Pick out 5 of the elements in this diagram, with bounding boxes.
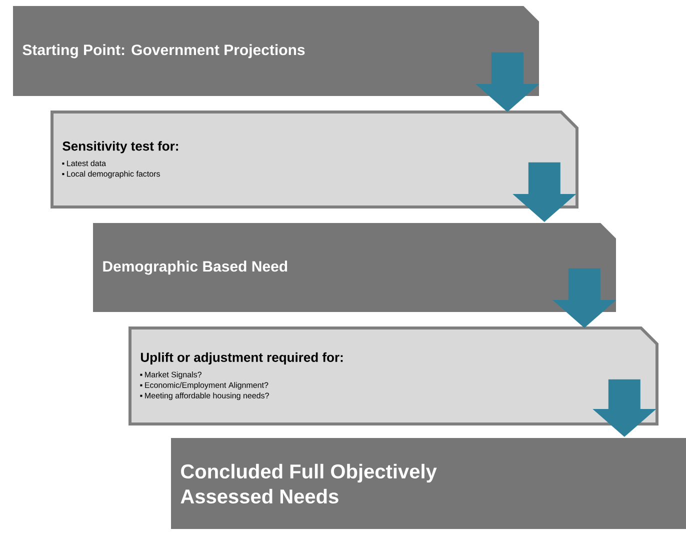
process-box: Starting Point: Government Projections (11, 4, 541, 98)
process-box: Demographic Based Need (91, 221, 618, 314)
process-box: Uplift or adjustment required for: Market Signals? Economic/Employment Alignment? Meeting affordable housing needs? (128, 326, 658, 426)
process-box: Sensitivity test for: Latest data Local demographic factors (50, 110, 578, 208)
process-box: Concluded Full Objectively Assessed Needs (169, 436, 686, 531)
